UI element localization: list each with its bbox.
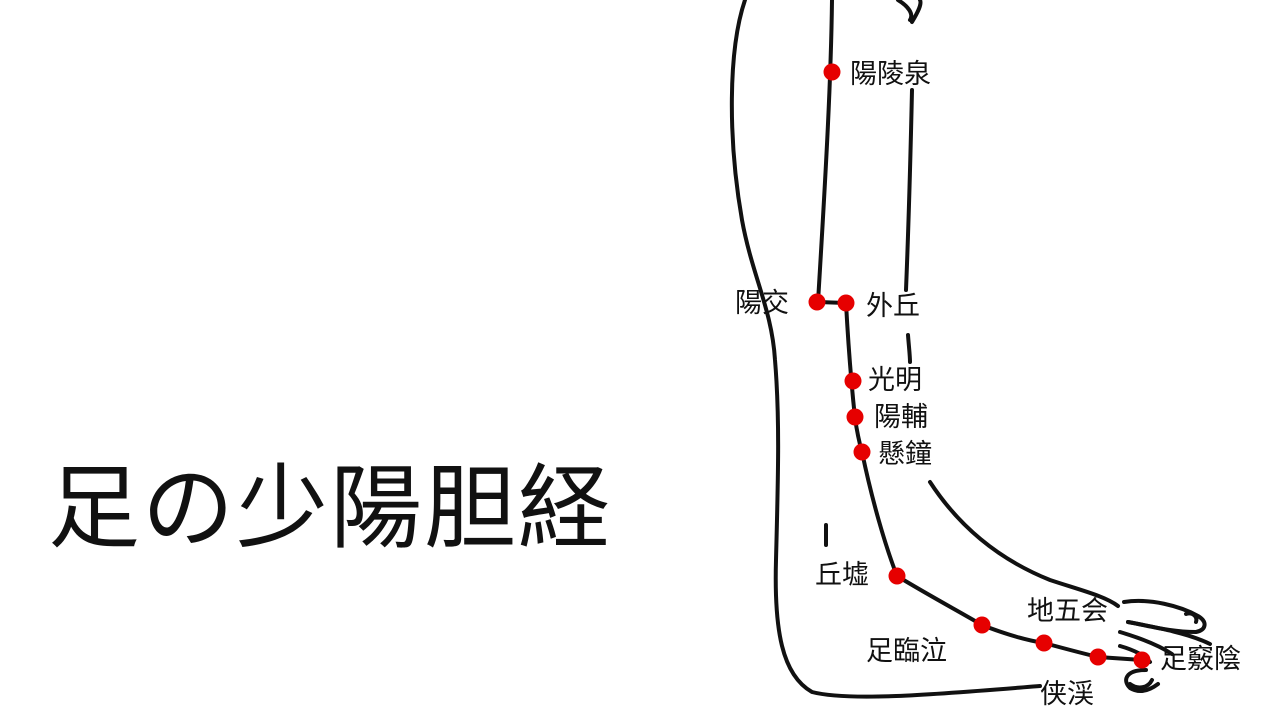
page-title: 足の少陽胆経 bbox=[48, 455, 613, 562]
qiu-xu-label: 丘墟 bbox=[815, 560, 869, 591]
toe-1-nail bbox=[1184, 611, 1199, 624]
guang-ming-label: 光明 bbox=[868, 365, 922, 396]
qiu-xu-point[interactable] bbox=[888, 567, 906, 585]
yang-jiao-label: 陽交 bbox=[735, 288, 789, 319]
toe-2 bbox=[1126, 620, 1212, 646]
xuan-zhong-point[interactable] bbox=[853, 443, 871, 461]
yang-fu-point[interactable] bbox=[846, 408, 864, 426]
yangling-quan-point[interactable] bbox=[823, 63, 841, 81]
meridian-line bbox=[816, 0, 1144, 662]
knee-contour bbox=[896, 0, 923, 24]
leg-back-contour bbox=[729, 0, 1042, 699]
xuan-zhong-label: 懸鐘 bbox=[878, 439, 932, 470]
foot-top-contour bbox=[928, 480, 1120, 608]
acupoints: 陽陵泉 陽交 外丘 光明 陽輔 懸鐘 丘墟 足臨泣 地五会 侠渓 足竅陰 bbox=[735, 59, 1241, 710]
zu-qiao-yin-label: 足竅陰 bbox=[1160, 644, 1241, 675]
shin-line bbox=[904, 88, 914, 292]
di-wu-hui-label: 地五会 bbox=[1027, 596, 1108, 627]
yang-fu-label: 陽輔 bbox=[874, 402, 928, 433]
yangling-quan-label: 陽陵泉 bbox=[850, 59, 931, 90]
xia-xi-point[interactable] bbox=[1089, 648, 1107, 666]
wai-qiu-label: 外丘 bbox=[866, 291, 920, 322]
zu-qiao-yin-point[interactable] bbox=[1133, 651, 1151, 669]
guang-ming-point[interactable] bbox=[844, 372, 862, 390]
shin-line-lower bbox=[906, 333, 912, 364]
wai-qiu-point[interactable] bbox=[837, 294, 855, 312]
zu-lin-qi-point[interactable] bbox=[973, 616, 991, 634]
leg-outline bbox=[729, 0, 1212, 699]
zu-lin-qi-label: 足臨泣 bbox=[866, 636, 947, 667]
di-wu-hui-point[interactable] bbox=[1035, 634, 1053, 652]
toe-3 bbox=[1118, 630, 1174, 656]
toe-5-lower bbox=[1128, 678, 1154, 690]
toe-5 bbox=[1124, 668, 1160, 693]
xia-xi-label: 侠渓 bbox=[1040, 679, 1094, 710]
yang-jiao-point[interactable] bbox=[808, 293, 826, 311]
